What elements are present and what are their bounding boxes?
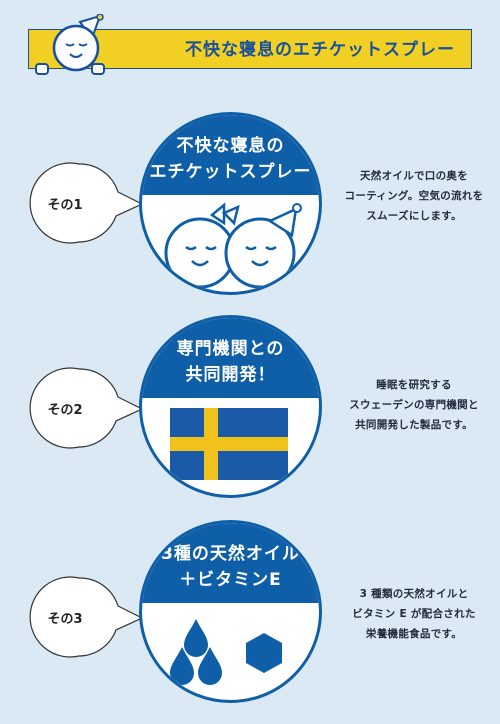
feature-description-3: 3 種類の天然オイルと ビタミン E が配合された 栄養機能食品です。 <box>352 588 476 640</box>
feature-heading-2: 専門機関との 共同開発！ <box>142 318 319 398</box>
feature-description-1: 天然オイルで口の奥を コーティング。空気の流れを スムーズにします。 <box>344 170 484 222</box>
section-1: その1 不快な寝息の エチケットスプレー 天然オイルで口の奥を コーティング。空… <box>0 110 500 310</box>
feature-description-2: 睡眠を研究する スウェーデンの専門機関と 共同開発した製品です。 <box>349 379 479 431</box>
section-label-1: その1 <box>47 198 83 213</box>
mascot-face-icon <box>35 14 105 75</box>
feature-heading-1: 不快な寝息の エチケットスプレー <box>142 115 319 195</box>
section-label-3: その3 <box>47 612 83 627</box>
speech-bubble-3 <box>29 576 144 658</box>
feature-circle-2: 専門機関との 共同開発！ <box>139 315 322 498</box>
section-label-2: その2 <box>47 403 83 418</box>
oil-drops-and-vitamin-icon <box>170 619 282 685</box>
speech-bubble-1 <box>29 162 144 244</box>
sweden-flag-icon <box>170 408 288 480</box>
section-2: その2 専門機関との 共同開発！ 睡眠を研究する スウェーデンの専門機関と 共同… <box>0 313 500 513</box>
feature-circle-3: 3種の天然オイル ＋ビタミンE <box>139 520 322 703</box>
feature-heading-3: 3種の天然オイル ＋ビタミンE <box>142 523 319 603</box>
banner-title: 不快な寝息のエチケットスプレー <box>185 40 455 60</box>
speech-bubble-2 <box>29 367 144 449</box>
feature-circle-1: 不快な寝息の エチケットスプレー <box>139 112 322 295</box>
sleeping-faces-icon <box>164 202 302 289</box>
title-banner: 不快な寝息のエチケットスプレー <box>28 29 472 69</box>
section-3: その3 3種の天然オイル ＋ビタミンE 3 種類の天然オイルと ビタミン E が… <box>0 518 500 718</box>
